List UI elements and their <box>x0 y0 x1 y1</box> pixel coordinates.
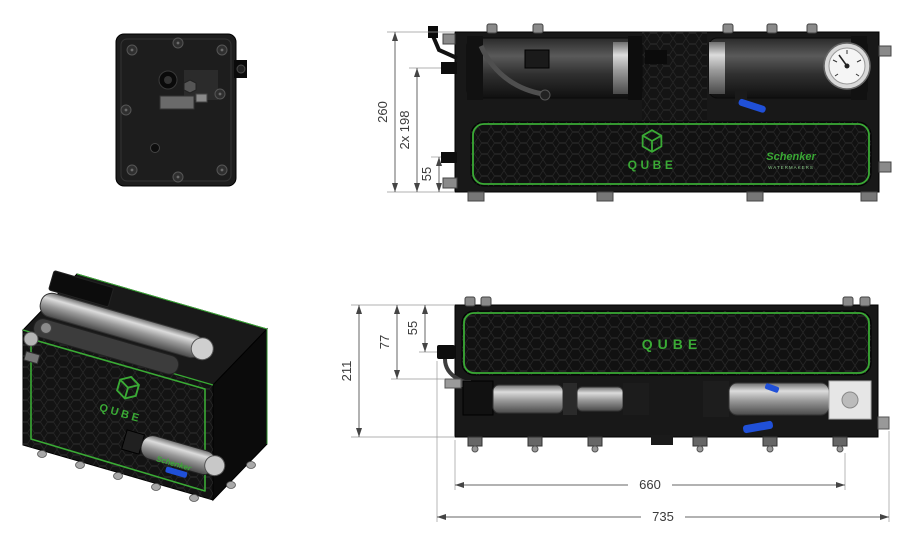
hose <box>478 44 544 97</box>
center-fittings <box>150 70 208 153</box>
side-fittings-left <box>441 33 458 189</box>
front-pump-cylinder <box>120 429 226 478</box>
mounting-feet <box>467 191 878 202</box>
qube-logo-text: QUBE <box>628 158 677 172</box>
svg-text:211: 211 <box>339 361 354 382</box>
green-border <box>472 123 870 185</box>
valve-handle-blue <box>743 420 773 434</box>
right-fitting <box>877 416 890 430</box>
hex-nut <box>183 79 197 94</box>
front-dimensions: 260 2x 198 55 <box>375 31 455 193</box>
svg-text:660: 660 <box>639 477 661 492</box>
view-top <box>115 33 247 187</box>
qube-cube-icon <box>116 375 140 400</box>
iso-device: QUBE Schenker <box>22 270 268 502</box>
valve-handle-blue <box>165 466 188 478</box>
svg-text:2x 198: 2x 198 <box>397 110 412 149</box>
qube-logo-text: QUBE <box>642 336 702 352</box>
mounting-feet <box>467 436 848 453</box>
dimension-735: 735 <box>437 509 889 524</box>
dimension-260: 260 <box>375 32 398 192</box>
top-fittings <box>486 23 818 34</box>
front-panel-green-border <box>30 338 206 492</box>
green-border <box>463 312 870 374</box>
valve-handle-blue <box>738 98 766 113</box>
view-isometric: QUBE Schenker <box>22 270 268 502</box>
bottom-bracket <box>651 435 673 445</box>
pump-assembly-left <box>462 380 649 416</box>
svg-text:77: 77 <box>377 335 392 349</box>
dimension-55-side: 55 <box>405 305 428 352</box>
screw-centers <box>124 41 224 179</box>
fitting-198 <box>441 62 457 74</box>
svg-text:735: 735 <box>652 509 674 524</box>
fitting-55-target <box>437 345 455 359</box>
side-fittings-right <box>878 45 892 173</box>
qube-cube-icon <box>641 129 663 153</box>
hex-panel <box>470 121 872 187</box>
qube-logo: QUBE <box>628 129 677 172</box>
view-side: QUBE <box>339 296 890 524</box>
dimension-55-front: 55 <box>419 157 442 192</box>
svg-text:260: 260 <box>375 101 390 123</box>
side-connector <box>234 60 247 78</box>
side-dimensions: 211 77 55 660 735 <box>339 304 890 524</box>
dimension-660: 660 <box>455 477 845 492</box>
fitting-77-target <box>444 378 462 389</box>
dimension-77: 77 <box>377 305 400 379</box>
svg-text:55: 55 <box>419 167 434 181</box>
dimension-211: 211 <box>339 305 362 437</box>
svg-text:55: 55 <box>405 321 420 335</box>
schenker-logo-subtext: WATERMAKERS <box>768 165 814 170</box>
pressure-gauge <box>823 42 871 90</box>
pump-assembly-right <box>703 380 872 434</box>
hex-panel <box>461 310 872 376</box>
center-bracket <box>645 50 667 64</box>
schenker-logo-text: Schenker <box>766 151 816 163</box>
base-bolts <box>37 450 256 502</box>
top-equipment <box>33 270 214 375</box>
valve-handle-blue-upper <box>764 383 780 393</box>
pressure-vessel-left <box>466 36 643 101</box>
top-fittings <box>464 296 871 307</box>
left-end-fittings <box>23 322 52 365</box>
front-device: QUBE Schenker WATERMAKERS <box>428 23 892 202</box>
fitting-55 <box>441 152 457 163</box>
view-front: QUBE Schenker WATERMAKERS <box>375 23 892 202</box>
side-device: QUBE <box>437 296 890 453</box>
top-view-device <box>115 33 247 187</box>
dimension-2x198: 2x 198 <box>397 68 420 192</box>
schenker-logo: Schenker WATERMAKERS <box>766 151 816 170</box>
